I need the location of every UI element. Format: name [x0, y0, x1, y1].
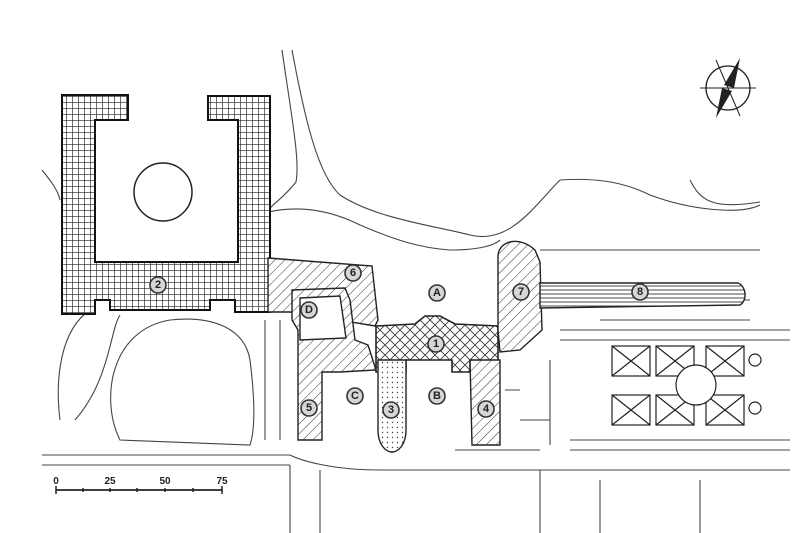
scale-tick-label-50: 50	[159, 476, 171, 487]
marker-a[interactable]: A	[428, 284, 446, 302]
svg-text:D: D	[305, 304, 313, 316]
svg-text:3: 3	[388, 404, 394, 416]
scale-bar: 0 25 50 75	[53, 476, 228, 494]
svg-text:B: B	[433, 390, 441, 402]
map-markers: 1 2 3 4 5 6 7 8 A B C D	[149, 264, 649, 419]
road-network	[41, 49, 790, 533]
marker-b[interactable]: B	[428, 387, 446, 405]
svg-text:5: 5	[306, 402, 312, 414]
svg-text:1: 1	[433, 338, 439, 350]
svg-text:8: 8	[637, 286, 643, 298]
marker-1[interactable]: 1	[427, 335, 445, 353]
courtyard-circle	[133, 162, 193, 222]
svg-text:4: 4	[483, 403, 490, 415]
marker-5[interactable]: 5	[300, 399, 318, 417]
svg-text:6: 6	[350, 267, 356, 279]
marker-4[interactable]: 4	[477, 400, 495, 418]
svg-text:2: 2	[155, 279, 161, 291]
scale-tick-label-0: 0	[53, 476, 59, 487]
svg-text:C: C	[351, 390, 359, 402]
scale-tick-label-25: 25	[104, 476, 116, 487]
marker-c[interactable]: C	[346, 387, 364, 405]
north-arrow-icon	[700, 58, 756, 118]
formal-gardens	[611, 345, 762, 426]
svg-text:A: A	[433, 287, 441, 299]
building-2	[61, 94, 271, 315]
marker-2[interactable]: 2	[149, 276, 167, 294]
scale-tick-label-75: 75	[216, 476, 228, 487]
marker-6[interactable]: 6	[344, 264, 362, 282]
svg-text:7: 7	[518, 286, 524, 298]
marker-3[interactable]: 3	[382, 401, 400, 419]
marker-8[interactable]: 8	[631, 283, 649, 301]
marker-d[interactable]: D	[300, 301, 318, 319]
marker-7[interactable]: 7	[512, 283, 530, 301]
